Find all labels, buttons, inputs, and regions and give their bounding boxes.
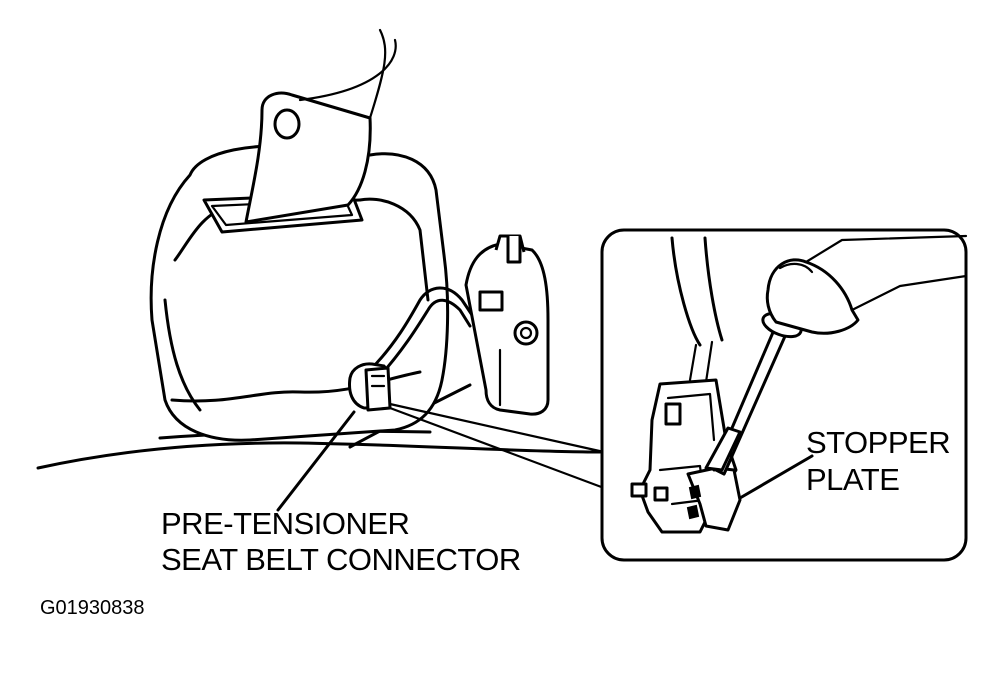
wire-harness <box>368 286 476 380</box>
stopper-plate-leader <box>738 454 814 500</box>
pretensioner-label-line1: PRE-TENSIONER <box>161 506 410 541</box>
sensor-block <box>464 234 550 416</box>
pretensioner-label-line2: SEAT BELT CONNECTOR <box>161 542 521 577</box>
figure-id: G01930838 <box>40 597 145 619</box>
detail-projection-lines <box>388 402 606 490</box>
pretensioner-connector <box>348 362 392 412</box>
detail-inset-content <box>630 234 968 534</box>
pretensioner-leader <box>276 410 356 512</box>
seat-belt-webbing <box>244 28 397 224</box>
stopper-plate-label-line1: STOPPER <box>806 425 951 460</box>
stopper-plate-label-line2: PLATE <box>806 462 900 497</box>
